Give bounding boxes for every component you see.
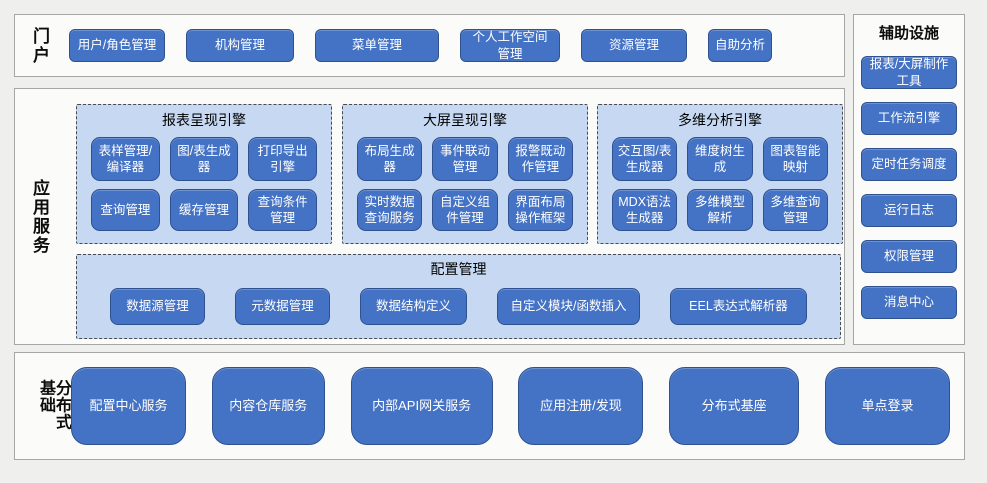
module-block: 元数据管理 <box>235 288 330 325</box>
aux-block-run-log: 运行日志 <box>861 194 957 227</box>
distributed-foundation-label: 分布式基础 <box>37 379 70 431</box>
group-title: 报表呈现引擎 <box>162 112 246 128</box>
distributed-foundation-panel: 分布式基础 配置中心服务 内容仓库服务 内部API网关服务 应用注册/发现 分布… <box>14 352 965 460</box>
module-block: MDX语法生成器 <box>612 189 678 231</box>
portal-block-self-analysis: 自助分析 <box>708 29 773 62</box>
module-block: EEL表达式解析器 <box>670 288 807 325</box>
aux-block-permission-mgmt: 权限管理 <box>861 240 957 273</box>
module-block: 多维模型解析 <box>687 189 753 231</box>
module-block: 界面布局操作框架 <box>507 189 573 231</box>
portal-block-workspace-mgmt: 个人工作空间管理 <box>460 29 560 62</box>
distributed-row: 配置中心服务 内容仓库服务 内部API网关服务 应用注册/发现 分布式基座 单点… <box>71 353 950 459</box>
module-block: 维度树生成 <box>687 137 753 181</box>
bigscreen-engine-group: 大屏呈现引擎 布局生成器 事件联动管理 报警既动作管理 实时数据查询服务 自定义… <box>342 104 588 244</box>
aux-block-workflow-engine: 工作流引擎 <box>861 102 957 135</box>
aux-block-report-tool: 报表/大屏制作工具 <box>861 56 957 89</box>
dist-block-app-registry: 应用注册/发现 <box>518 367 644 445</box>
group-title: 大屏呈现引擎 <box>423 112 507 128</box>
portal-label: 门户 <box>30 26 49 65</box>
portal-block-org-mgmt: 机构管理 <box>186 29 294 62</box>
group-grid: 表样管理/编译器 图/表生成器 打印导出引擎 查询管理 缓存管理 查询条件管理 <box>77 130 331 231</box>
module-block: 数据结构定义 <box>360 288 467 325</box>
portal-block-resource-mgmt: 资源管理 <box>581 29 687 62</box>
portal-block-user-role-mgmt: 用户/角色管理 <box>69 29 165 62</box>
dist-block-sso: 单点登录 <box>824 367 950 445</box>
module-block: 查询条件管理 <box>248 189 317 231</box>
dist-block-distributed-base: 分布式基座 <box>669 367 800 445</box>
dist-block-content-repo: 内容仓库服务 <box>211 367 325 445</box>
dist-block-api-gateway: 内部API网关服务 <box>350 367 493 445</box>
module-block: 表样管理/编译器 <box>91 137 160 181</box>
olap-engine-group: 多维分析引擎 交互图/表生成器 维度树生成 图表智能映射 MDX语法生成器 多维… <box>597 104 843 244</box>
config-mgmt-group: 配置管理 数据源管理 元数据管理 数据结构定义 自定义模块/函数插入 EEL表达… <box>76 254 841 339</box>
module-block: 打印导出引擎 <box>248 137 317 181</box>
module-block: 自定义模块/函数插入 <box>497 288 640 325</box>
module-block: 缓存管理 <box>169 189 239 231</box>
aux-facilities-title: 辅助设施 <box>878 25 939 42</box>
module-block: 交互图/表生成器 <box>612 137 678 181</box>
module-block: 查询管理 <box>91 189 160 231</box>
report-engine-group: 报表呈现引擎 表样管理/编译器 图/表生成器 打印导出引擎 查询管理 缓存管理 … <box>76 104 332 244</box>
module-block: 数据源管理 <box>110 288 205 325</box>
portal-block-menu-mgmt: 菜单管理 <box>315 29 439 62</box>
aux-block-task-scheduler: 定时任务调度 <box>861 148 957 181</box>
app-services-label: 应用服务 <box>30 178 49 255</box>
app-services-panel: 应用服务 报表呈现引擎 表样管理/编译器 图/表生成器 打印导出引擎 查询管理 … <box>14 88 845 345</box>
module-block: 图表智能映射 <box>762 137 828 181</box>
module-block: 图/表生成器 <box>169 137 239 181</box>
module-block: 实时数据查询服务 <box>357 189 423 231</box>
dist-block-config-center: 配置中心服务 <box>71 367 186 445</box>
group-grid: 交互图/表生成器 维度树生成 图表智能映射 MDX语法生成器 多维模型解析 多维… <box>598 130 842 231</box>
module-block: 报警既动作管理 <box>507 137 573 181</box>
config-group-row: 数据源管理 元数据管理 数据结构定义 自定义模块/函数插入 EEL表达式解析器 <box>77 288 840 325</box>
group-title: 多维分析引擎 <box>678 112 762 128</box>
aux-block-message-center: 消息中心 <box>861 286 957 319</box>
module-block: 自定义组件管理 <box>432 189 498 231</box>
group-grid: 布局生成器 事件联动管理 报警既动作管理 实时数据查询服务 自定义组件管理 界面… <box>343 130 587 231</box>
config-group-title: 配置管理 <box>430 261 487 277</box>
portal-panel: 门户 用户/角色管理 机构管理 菜单管理 个人工作空间管理 资源管理 自助分析 <box>14 14 845 77</box>
module-block: 事件联动管理 <box>432 137 498 181</box>
module-block: 多维查询管理 <box>762 189 828 231</box>
module-block: 布局生成器 <box>357 137 423 181</box>
aux-facilities-panel: 辅助设施 报表/大屏制作工具 工作流引擎 定时任务调度 运行日志 权限管理 消息… <box>853 14 965 345</box>
